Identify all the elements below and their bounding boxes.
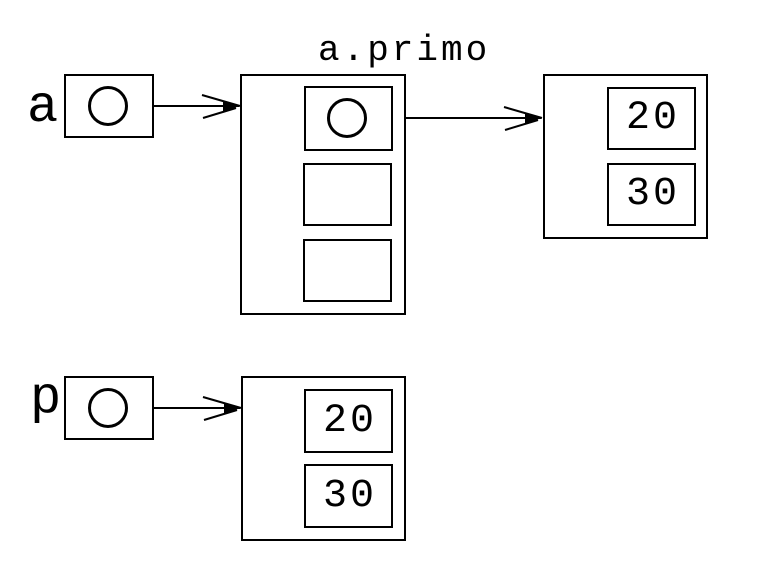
list-slot-1-pointer-circle [327, 98, 367, 138]
var-p-label: p [30, 369, 62, 428]
top-value-cell-1: 20 [607, 87, 696, 150]
list-slot-3 [303, 239, 392, 302]
list-slot-2 [303, 163, 392, 226]
var-p-pointer-circle [88, 388, 128, 428]
field-label-a-primo: a.primo [318, 30, 491, 71]
list-node-box [240, 74, 406, 315]
var-a-label: a [27, 78, 59, 137]
var-p-box [64, 376, 154, 440]
var-a-box [64, 74, 154, 138]
top-value-cell-2: 30 [607, 163, 696, 226]
var-a-pointer-circle [88, 86, 128, 126]
bottom-value-cell-2: 30 [304, 464, 393, 528]
bottom-value-node-box: 20 30 [241, 376, 406, 541]
top-value-node-box: 20 30 [543, 74, 708, 239]
list-slot-1 [304, 86, 393, 151]
bottom-value-cell-1: 20 [304, 389, 393, 453]
